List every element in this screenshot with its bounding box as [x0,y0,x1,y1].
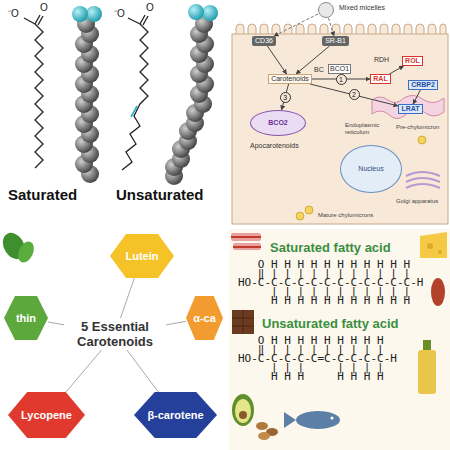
formula-row: H H H H H H H [238,372,384,381]
organelle-label: Endoplasmic reticulum [345,122,391,136]
node-text: Nucleus [358,165,383,173]
step-number: 3 [280,92,291,103]
connector [389,66,403,74]
hexagon: Lutein [110,234,174,278]
step-number: 1 [336,74,347,85]
nucleus: Nucleus [340,145,402,193]
enzyme-box: LRAT [398,104,423,114]
retinoid-box: RAL [370,74,391,84]
connector [329,18,335,36]
hexagon: β-carotene [134,392,217,438]
connector [48,322,64,325]
retinoid-box: ROL [402,56,423,66]
connector [121,278,135,318]
center-title: 5 Essential Carotenoids [64,318,166,350]
atom-label: O [40,2,48,13]
node-text: BCO2 [268,119,287,127]
organelle-label: Golgi apparatus [396,198,438,205]
particle-label: Pre-chylomicron [396,124,439,131]
connector [66,350,102,392]
formula-row: | | | | | | | [238,363,384,372]
panel-caption: Saturated [8,186,77,203]
endoplasmic-reticulum [372,95,444,118]
molecule-label: BC [314,66,324,74]
hexagon-fill [4,296,48,340]
hexagon: Lycopene [8,392,85,438]
node-text: β-carotene [147,409,203,421]
node-text: Mixed micelles [339,4,385,12]
connector [274,14,318,36]
formula-row: H H H H H H H H H H H [238,296,410,305]
node-text: Carotenoids [271,75,309,83]
connector [127,350,158,392]
enzyme-label: BCO1 [328,64,351,74]
connector [267,46,286,74]
hexagon-fill [134,392,217,438]
connector [296,46,330,74]
atom-label: O [146,2,154,13]
molecule-box: Carotenoids [268,74,312,84]
golgi-apparatus [406,172,440,188]
formula-title: Unsaturated fatty acid [262,316,399,331]
formula-row: O H H H H H H H H H [238,336,384,345]
node-text: CD36 [255,37,273,45]
connector [413,90,420,104]
node-text: CRBP2 [411,81,435,89]
hexagon-fill [110,234,174,278]
hexagon: α-ca [186,296,223,340]
node-text: thin [16,312,36,324]
enzyme-label: RDH [374,56,389,64]
atom-label: ⁻O [8,6,19,20]
node-text: Lycopene [21,409,72,421]
formula-row: HO-C-C-C-C-C-C-C-C-C-C-C-C-H [238,278,423,287]
step-number: 2 [349,89,360,100]
formula-row: HO-C-C-C-C-C=C-C-C-C-C-H [238,354,397,363]
micelle-circle: Mixed micelles [318,2,334,18]
node-text: LRAT [401,105,419,113]
spinach-leaf [0,229,37,265]
transporter-box: CD36 [252,36,276,46]
node-text: ROL [405,57,420,65]
panel-caption: Unsaturated [116,186,204,203]
hexagon-fill [186,296,223,340]
atom-label: ⁻O [114,6,125,20]
food-pictures [231,232,447,440]
formula-row: | | | | | | | | | | | [238,287,410,296]
chylomicron [296,136,426,220]
hexagon: thin [4,296,48,340]
hexagon-fill [8,392,85,438]
cell [232,24,448,224]
mitochondrion: BCO2 [250,110,306,136]
formula-row: O H H H H H H H H H H H [238,260,410,269]
formula-row: ‖ | | | | | | | | | [238,345,384,354]
unsaturated-skeletal [122,15,148,170]
particle-label: Mature chylomicrons [318,212,373,219]
unsaturated-space-filling [165,4,218,185]
node-text: α-ca [193,312,216,324]
molecule-label: Apocarotenoids [250,142,299,150]
connector [166,321,186,325]
saturated-skeletal [24,15,43,168]
node-text: Lutein [126,250,159,262]
connector [310,84,398,106]
panel-ground [229,229,450,450]
node-text: RAL [373,75,387,83]
saturated-space-filling [72,6,102,183]
formula-title: Saturated fatty acid [270,240,391,255]
node-text: 5 Essential Carotenoids [65,319,165,349]
formula-row: ‖ | | | | | | | | | | | [238,269,410,278]
protein-box: CRBP2 [408,80,438,90]
node-text: SR-B1 [325,37,346,45]
transporter-box: SR-B1 [322,36,349,46]
